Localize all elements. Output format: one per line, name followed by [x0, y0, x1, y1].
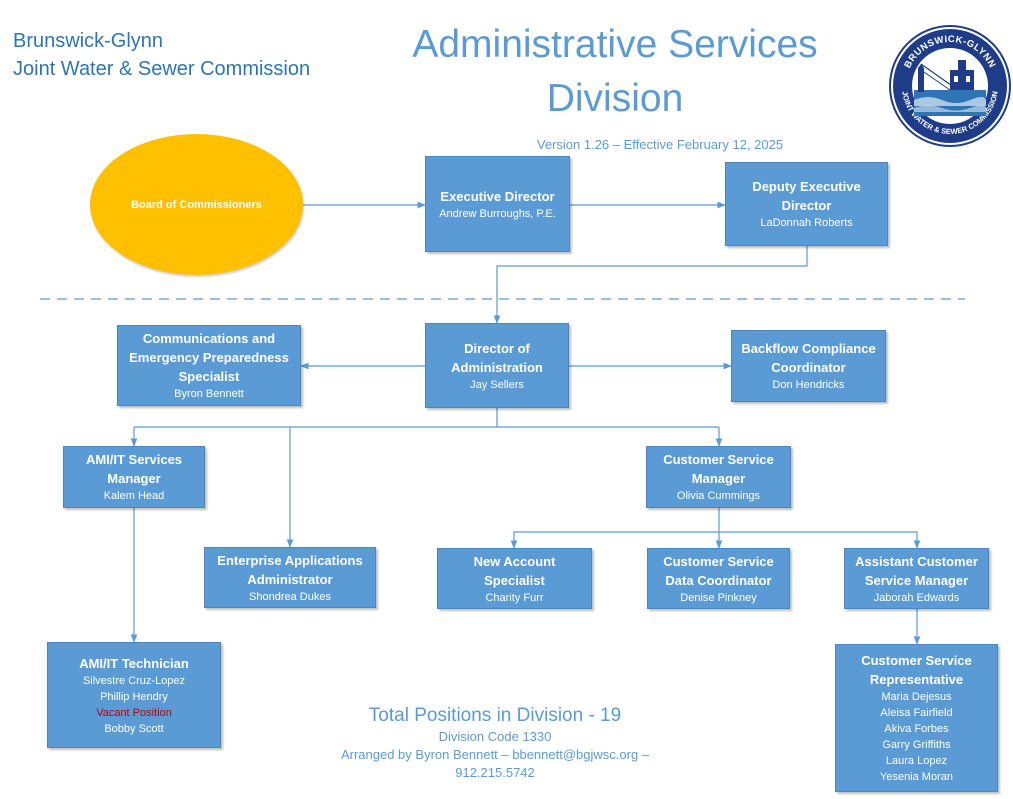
board-title: Board of Commissioners — [131, 198, 262, 211]
node-title-line2: Manager — [691, 471, 746, 486]
footer-summary: Total Positions in Division - 19 Divisio… — [310, 704, 680, 782]
arranged-by: Arranged by Byron Bennett – bbennett@bgj… — [340, 747, 650, 762]
total-positions: Total Positions in Division - 19 — [368, 705, 622, 726]
node-title-line2: Administrator — [247, 571, 333, 587]
node-person: Maria Dejesus — [881, 691, 952, 703]
ami-it-technician-node: AMI/IT Technician Silvestre Cruz-Lopez P… — [47, 642, 221, 748]
node-title-line1: Enterprise Applications — [217, 552, 363, 568]
node-person: Don Hendricks — [772, 379, 845, 391]
node-person: Charity Furr — [485, 591, 544, 604]
version-text: Version 1.26 – Effective February 12, 20… — [536, 137, 784, 152]
customer-service-data-coordinator-node: Customer Service Data Coordinator Denise… — [647, 548, 790, 609]
node-title-line2: Coordinator — [771, 360, 846, 375]
node-title-line1: Customer Service — [861, 653, 972, 668]
node-person: Denise Pinkney — [680, 591, 757, 604]
node-title: Executive Director — [440, 188, 555, 204]
communications-specialist-node: Communications and Emergency Preparednes… — [117, 325, 301, 406]
title-line1: Administrative Services — [412, 23, 818, 66]
node-person: Jay Sellers — [470, 378, 524, 391]
node-title-line3: Specialist — [178, 369, 240, 384]
node-title-line1: Customer Service — [663, 553, 774, 569]
title-line2: Division — [546, 77, 684, 120]
node-person: Jaborah Edwards — [873, 591, 960, 604]
deputy-executive-director-node: Deputy Executive Director LaDonnah Rober… — [725, 162, 888, 246]
node-person: Yesenia Moran — [880, 771, 953, 783]
node-title-line1: Director of — [464, 340, 530, 356]
organization-name: Brunswick-Glynn Joint Water & Sewer Comm… — [13, 27, 310, 83]
node-title-line1: AMI/IT Services — [85, 452, 183, 467]
node-title-line2: Specialist — [484, 572, 545, 588]
node-title-line2: Manager — [107, 471, 161, 486]
node-title-line2: Director — [781, 198, 832, 213]
connector-cs-branch — [510, 508, 720, 549]
executive-director-node: Executive Director Andrew Burroughs, P.E… — [425, 156, 570, 252]
node-person: Andrew Burroughs, P.E. — [439, 207, 556, 220]
node-title-line2: Data Coordinator — [665, 572, 772, 588]
node-title-line2: Emergency Preparedness — [129, 350, 289, 365]
node-title: AMI/IT Technician — [79, 655, 189, 671]
node-person: Aleisa Fairfield — [880, 707, 953, 719]
backflow-compliance-coordinator-node: Backflow Compliance Coordinator Don Hend… — [731, 330, 886, 402]
division-code: Division Code 1330 — [438, 729, 552, 744]
enterprise-applications-administrator-node: Enterprise Applications Administrator Sh… — [204, 547, 376, 608]
assistant-customer-service-manager-node: Assistant Customer Service Manager Jabor… — [844, 548, 989, 609]
node-person: LaDonnah Roberts — [760, 217, 853, 229]
node-title-line1: Communications and — [142, 331, 276, 346]
node-title-line1: New Account — [473, 553, 556, 569]
node-title-line2: Representative — [869, 672, 964, 687]
node-person: Bobby Scott — [104, 722, 164, 735]
node-title-line1: Assistant Customer — [855, 553, 978, 569]
node-person: Garry Griffiths — [882, 739, 951, 751]
seal-harbor-scene-icon — [914, 60, 986, 116]
node-title-line2: Service Manager — [864, 572, 969, 588]
director-of-administration-node: Director of Administration Jay Sellers — [425, 323, 569, 408]
node-title-line1: Customer Service — [663, 452, 774, 467]
page-title: Administrative Services Division — [330, 18, 900, 126]
node-person: Silvestre Cruz-Lopez — [82, 674, 186, 687]
org-name-line2: Joint Water & Sewer Commission — [13, 58, 311, 80]
node-person: Kalem Head — [103, 490, 165, 502]
node-person: Olivia Cummings — [676, 490, 761, 502]
vacant-position: Vacant Position — [96, 706, 172, 719]
connector-director-branch — [134, 408, 498, 428]
customer-service-manager-node: Customer Service Manager Olivia Cummings — [646, 446, 791, 508]
contact-phone: 912.215.5742 — [455, 765, 535, 780]
node-title-line1: Backflow Compliance — [741, 341, 876, 356]
connector-deputy-director — [493, 246, 808, 324]
node-person: Byron Bennett — [174, 388, 244, 400]
board-of-commissioners-node: Board of Commissioners — [90, 134, 303, 275]
ami-it-services-manager-node: AMI/IT Services Manager Kalem Head — [63, 446, 205, 508]
node-person: Laura Lopez — [885, 755, 948, 767]
new-account-specialist-node: New Account Specialist Charity Furr — [437, 548, 592, 609]
customer-service-representative-node: Customer Service Representative Maria De… — [835, 644, 998, 792]
node-person: Shondrea Dukes — [249, 590, 331, 603]
node-title-line2: Administration — [451, 359, 543, 375]
org-name-line1: Brunswick-Glynn — [13, 30, 164, 52]
node-person: Phillip Hendry — [100, 690, 168, 703]
commission-seal-logo: BRUNSWICK-GLYNN JOINT WATER & SEWER COMM… — [889, 25, 1011, 147]
node-person: Akiva Forbes — [884, 723, 949, 735]
node-title-line1: Deputy Executive — [752, 179, 861, 194]
